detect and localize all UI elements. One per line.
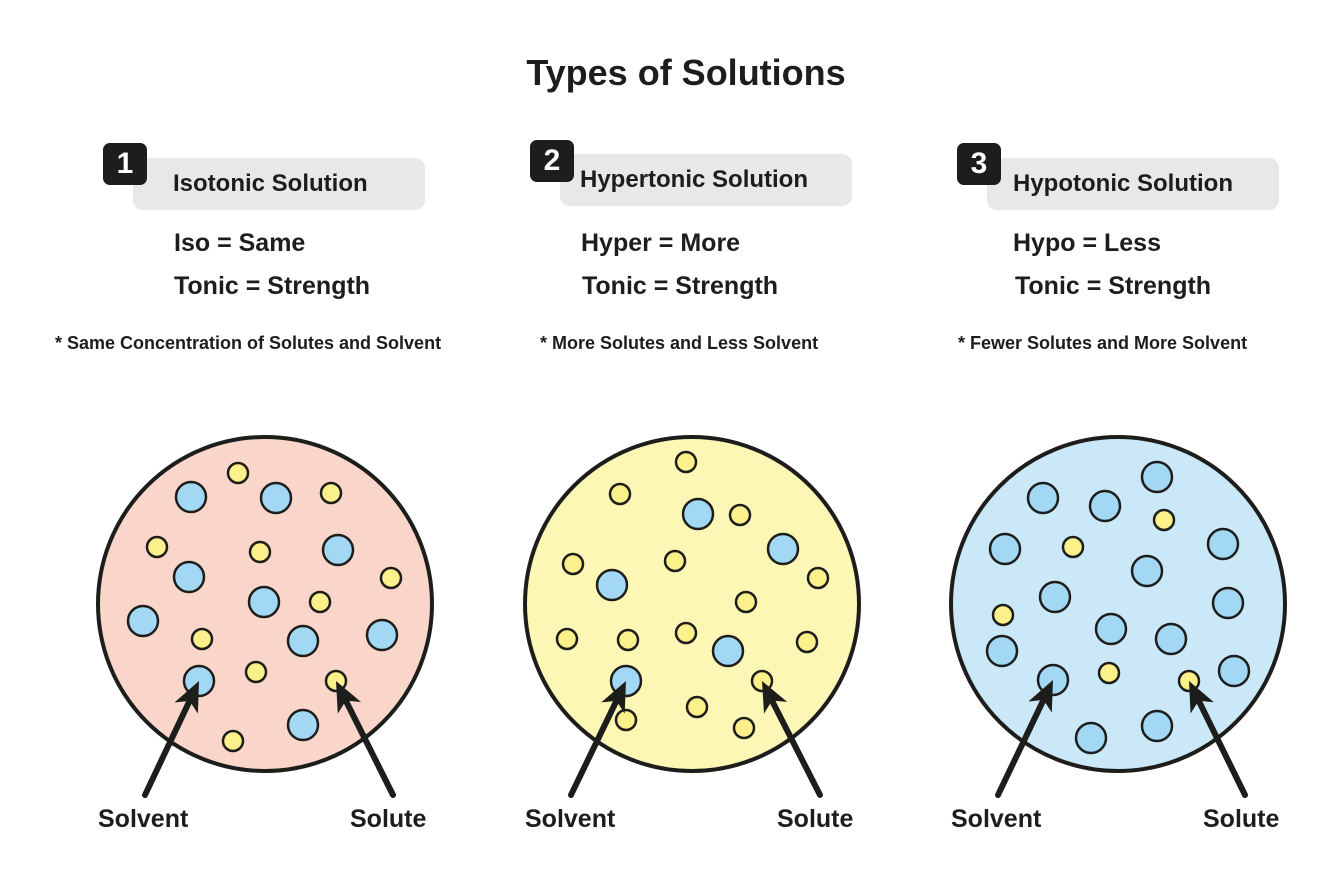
panel-3-heading: Hypotonic Solution — [987, 158, 1279, 210]
solvent-particle — [286, 624, 320, 658]
solvent-particle — [681, 497, 715, 531]
solvent-particle — [286, 708, 320, 742]
panel-1-solute-arrow — [341, 695, 396, 798]
solvent-particle — [174, 480, 208, 514]
diagram-title: Types of Solutions — [526, 52, 846, 93]
solute-particle — [608, 482, 632, 506]
solvent-particle — [1140, 709, 1174, 743]
panel-3-definition-2: Tonic = Strength — [1015, 272, 1212, 300]
panel-2-solution-circle — [523, 435, 861, 773]
solute-particle — [190, 627, 214, 651]
solvent-particle — [1130, 554, 1164, 588]
solute-particle — [226, 461, 250, 485]
panel-2-solvent-arrow — [568, 696, 621, 798]
solute-particle — [1152, 508, 1176, 532]
solvent-particle — [259, 481, 293, 515]
arrowhead-icon — [1189, 681, 1214, 714]
solvent-particle — [985, 634, 1019, 668]
solvent-particle — [321, 533, 355, 567]
solvent-particle — [711, 634, 745, 668]
solvent-particle — [1206, 527, 1240, 561]
panel-2-solvent-label: Solvent — [525, 805, 616, 833]
solute-particle — [308, 590, 332, 614]
panel-1-definition-2: Tonic = Strength — [174, 272, 371, 300]
solvent-particle — [1211, 586, 1245, 620]
solute-particle — [379, 566, 403, 590]
panel-1-solvent-arrow — [142, 696, 194, 798]
solvent-particle — [1038, 580, 1072, 614]
solute-particle — [991, 603, 1015, 627]
solvent-particle — [1026, 481, 1060, 515]
panel-2-heading: Hypertonic Solution — [560, 154, 852, 206]
solute-particle — [244, 660, 268, 684]
solute-particle — [734, 590, 758, 614]
panel-1-definition-1: Iso = Same — [174, 229, 306, 257]
solute-particle — [674, 450, 698, 474]
solute-particle — [616, 628, 640, 652]
panel-1-number-badge: 1 — [103, 143, 147, 185]
panel-2-solute-arrow — [768, 695, 823, 798]
solute-particle — [795, 630, 819, 654]
solute-particle — [1097, 661, 1121, 685]
solvent-particle — [126, 604, 160, 638]
solvent-particle — [247, 585, 281, 619]
solvent-particle — [365, 618, 399, 652]
solvent-particle — [1217, 654, 1251, 688]
solvent-particle — [172, 560, 206, 594]
solvent-particle — [1140, 460, 1174, 494]
solute-particle — [221, 729, 245, 753]
panel-2-definition-1: Hyper = More — [581, 229, 741, 257]
panel-2-note: * More Solutes and Less Solvent — [540, 333, 819, 353]
solute-particle — [685, 695, 709, 719]
solvent-particle — [1154, 622, 1188, 656]
arrowhead-icon — [174, 681, 199, 714]
solute-particle — [1061, 535, 1085, 559]
panel-3-note: * Fewer Solutes and More Solvent — [958, 333, 1248, 353]
solvent-particle — [1088, 489, 1122, 523]
panel-3-solution-circle — [949, 435, 1287, 773]
panel-3-solvent-arrow — [995, 695, 1048, 798]
solvent-particle — [595, 568, 629, 602]
panel-2-solute-label: Solute — [777, 805, 854, 833]
arrowhead-icon — [336, 681, 362, 714]
solvent-particle — [1074, 721, 1108, 755]
solute-particle — [319, 481, 343, 505]
solute-particle — [674, 621, 698, 645]
panel-3-solute-arrow — [1194, 695, 1248, 798]
panel-1-note: * Same Concentration of Solutes and Solv… — [55, 333, 442, 353]
arrowhead-icon — [1028, 680, 1053, 713]
panel-1-solute-label: Solute — [350, 805, 427, 833]
solute-particle — [728, 503, 752, 527]
arrowhead-icon — [762, 681, 788, 714]
solute-particle — [561, 552, 585, 576]
panel-1-solvent-label: Solvent — [98, 805, 189, 833]
solute-particle — [248, 540, 272, 564]
solvent-particle — [988, 532, 1022, 566]
arrowhead-icon — [601, 681, 626, 714]
solute-particle — [614, 708, 638, 732]
panel-2-definition-2: Tonic = Strength — [582, 272, 779, 300]
panel-1-heading: Isotonic Solution — [133, 158, 425, 210]
solvent-particle — [1094, 612, 1128, 646]
panel-2-number-badge: 2 — [530, 140, 574, 182]
solute-particle — [663, 549, 687, 573]
panel-3-solvent-label: Solvent — [951, 805, 1042, 833]
panel-3-solute-label: Solute — [1203, 805, 1280, 833]
solute-particle — [806, 566, 830, 590]
solute-particle — [145, 535, 169, 559]
panel-3-definition-1: Hypo = Less — [1013, 229, 1161, 257]
solute-particle — [555, 627, 579, 651]
panel-3-number-badge: 3 — [957, 143, 1001, 185]
solute-particle — [732, 716, 756, 740]
solvent-particle — [766, 532, 800, 566]
